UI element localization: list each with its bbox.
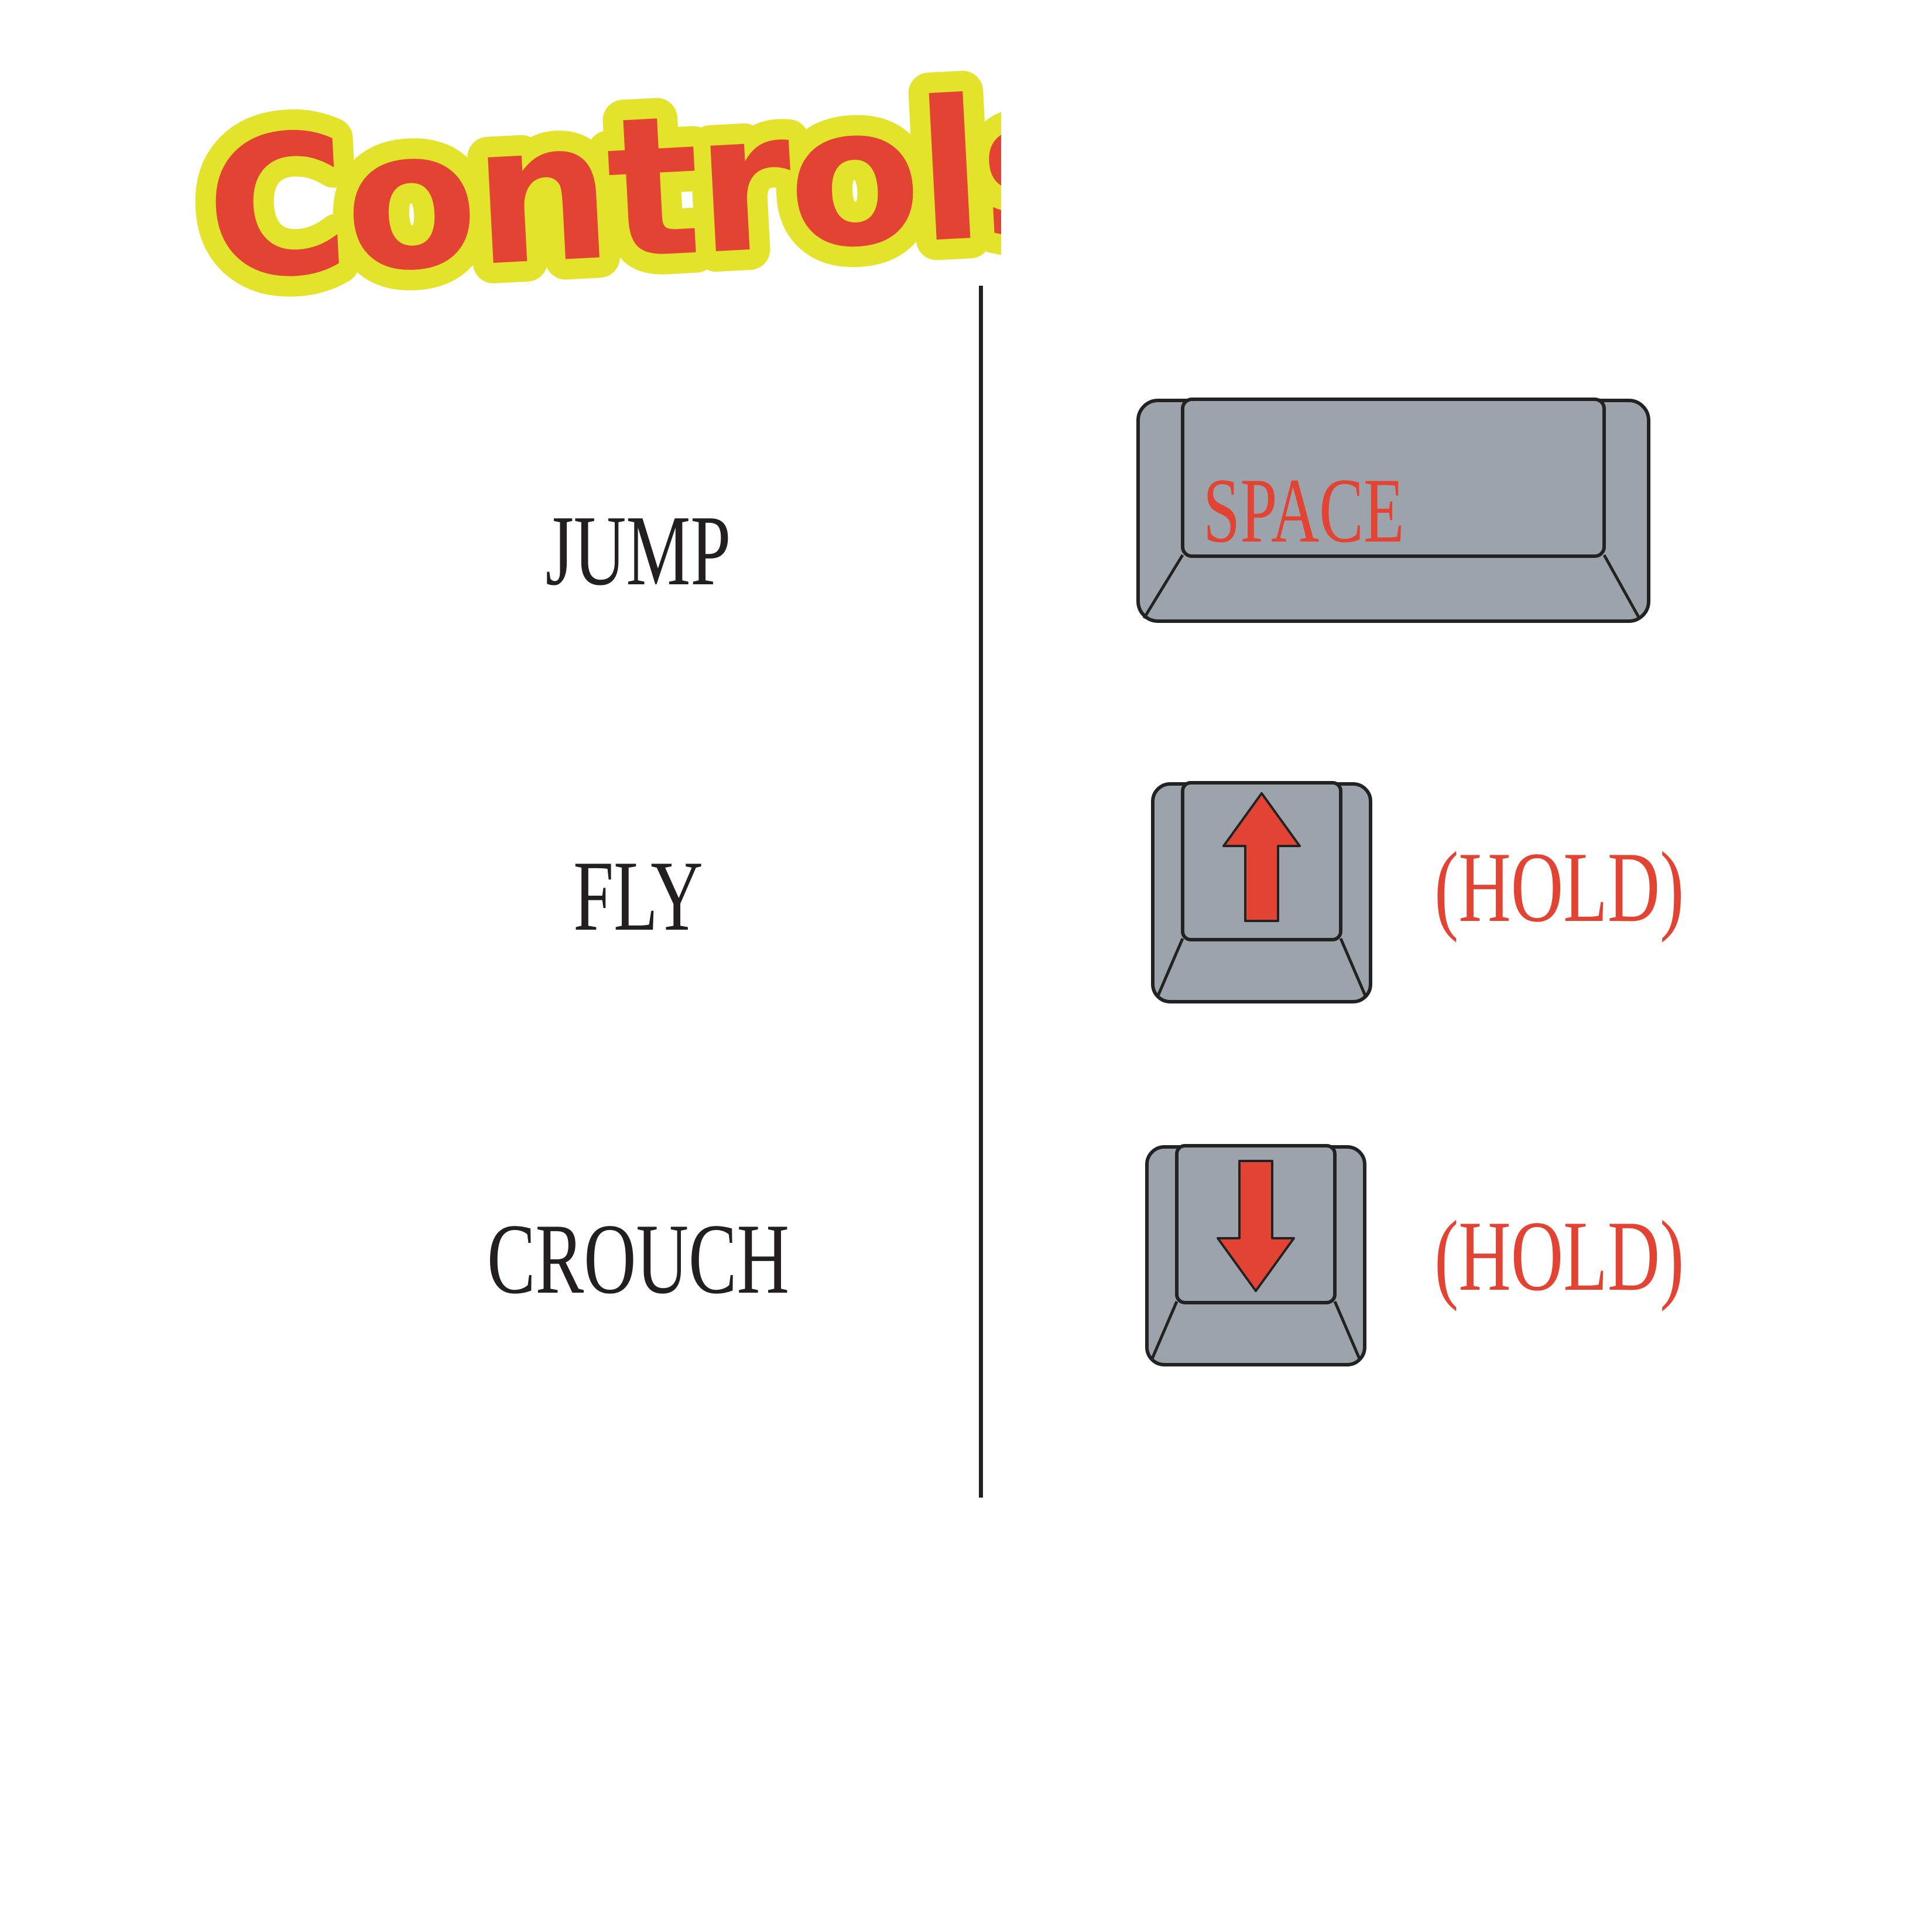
controls-title-graphic: Controls Controls [181, 32, 1001, 316]
up-arrow-key [1150, 781, 1373, 1004]
hold-label-crouch: (HOLD) [1434, 1201, 1684, 1312]
space-key-label: SPACE [1203, 459, 1405, 562]
spacebar-key: SPACE [1136, 398, 1651, 624]
action-label-fly: FLY [573, 841, 703, 952]
down-arrow-key [1145, 1144, 1367, 1367]
action-label-crouch: CROUCH [487, 1204, 790, 1315]
column-divider [979, 286, 983, 1498]
action-label-jump: JUMP [545, 495, 731, 607]
title-text: Controls [201, 53, 1001, 316]
arrow-down-icon [1217, 1160, 1295, 1292]
controls-title: Controls Controls [181, 23, 1001, 316]
hold-label-fly: (HOLD) [1434, 832, 1684, 943]
arrow-up-icon [1222, 792, 1301, 922]
